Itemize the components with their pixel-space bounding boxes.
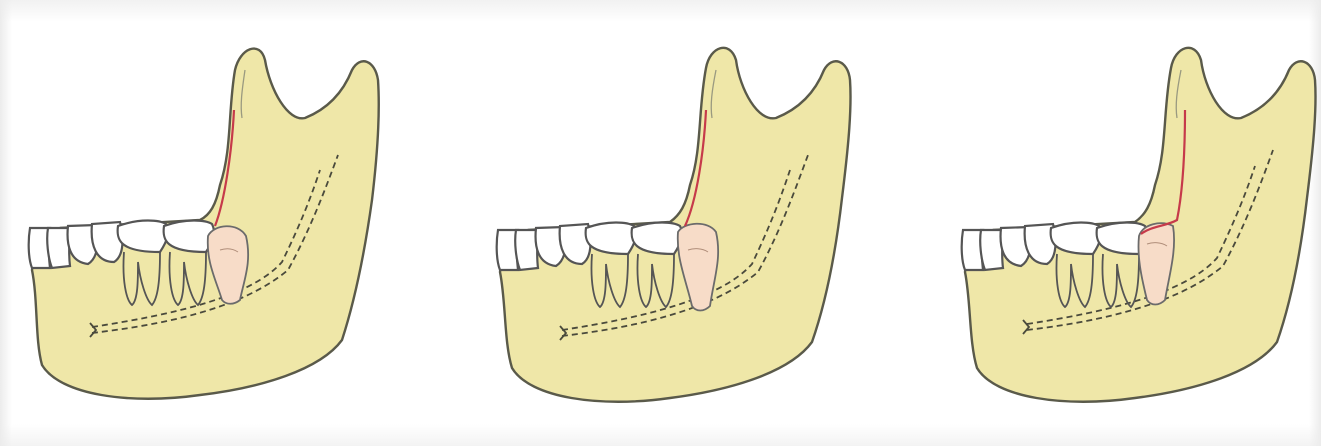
mandible-diagram-3 xyxy=(955,0,1321,446)
mandible-diagram-2 xyxy=(490,0,870,446)
left-edge-shadow xyxy=(0,0,12,446)
mandible-diagram-1 xyxy=(20,0,400,446)
